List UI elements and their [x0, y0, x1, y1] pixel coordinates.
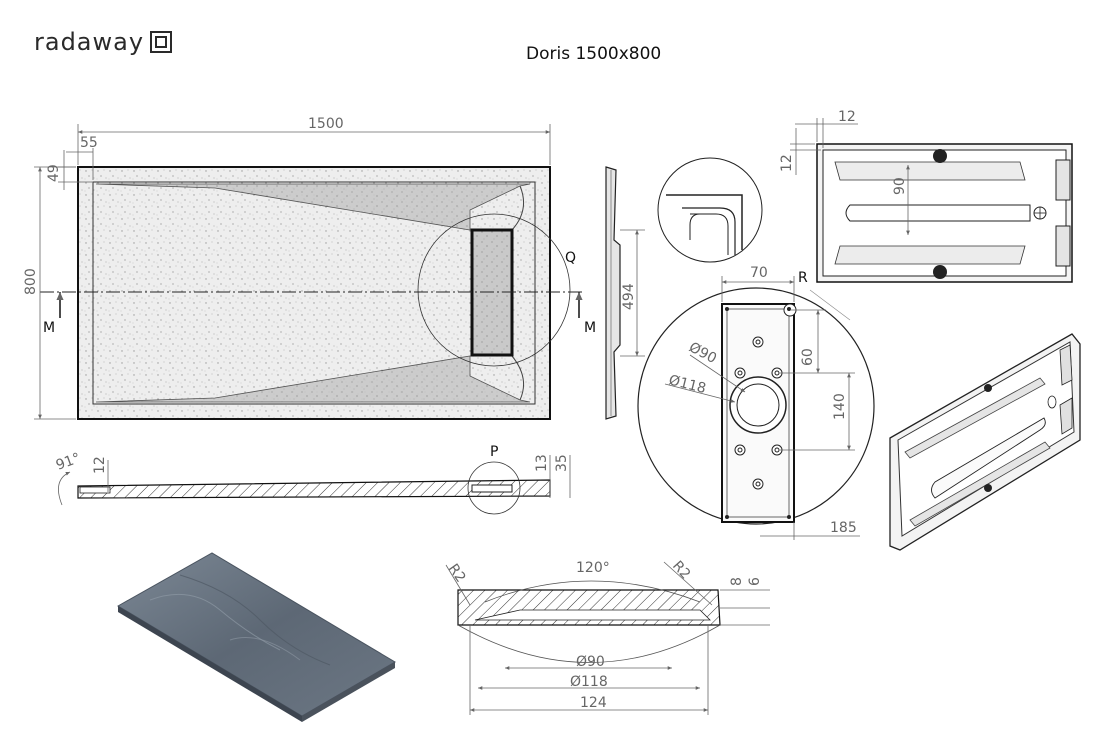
detail-r-offset-dim: 185 [830, 520, 857, 536]
stone-texture-render [117, 552, 396, 722]
drawing-title: Doris 1500x800 [526, 44, 662, 64]
brand-wordmark: radaway [34, 28, 145, 56]
section-m-right-label: M [584, 320, 596, 336]
drain-r-left-dim: R2 [445, 561, 469, 585]
drain-distance-dim: 494 [621, 283, 637, 310]
brand-logo: radaway [34, 28, 173, 56]
detail-p-label: P [490, 444, 498, 460]
plan-length-dim: 1500 [308, 116, 344, 132]
brand-square-icon [150, 31, 173, 53]
side-h-left-dim: 12 [92, 456, 108, 474]
plan-width-dim: 800 [23, 268, 39, 295]
underside-w-dim: 12 [838, 109, 856, 125]
detail-r-width-dim: 70 [750, 265, 768, 281]
underside-view: 12 12 90 [779, 109, 1073, 283]
detail-q-label: Q [565, 250, 576, 266]
detail-r-h1-dim: 60 [800, 348, 816, 366]
drain-section-view: 120° R2 R2 8 6 Ø90 Ø118 124 [445, 558, 770, 715]
side-h-right-2-dim: 35 [554, 454, 570, 472]
drain-angle-dim: 120° [576, 560, 610, 576]
underside-h-dim: 12 [779, 154, 795, 172]
corner-detail-view [657, 157, 763, 263]
detail-r-label: R [798, 270, 808, 286]
underside-slot-dim: 90 [892, 177, 908, 195]
drain-d2-dim: Ø118 [570, 674, 608, 690]
side-section-view: P 91° 12 13 35 [54, 444, 571, 515]
section-m-left-label: M [43, 320, 55, 336]
drain-h1-dim: 8 [729, 577, 745, 586]
drain-h2-dim: 6 [747, 577, 763, 586]
drain-detail-view: 70 R 60 140 Ø90 Ø118 185 [637, 265, 875, 540]
plan-view: Q M M 1500 55 49 800 [23, 116, 596, 420]
side-angle-dim: 91° [54, 450, 83, 474]
side-profile-view: 494 [605, 166, 645, 420]
plan-edge-y-dim: 49 [46, 164, 62, 182]
detail-r-h2-dim: 140 [832, 393, 848, 420]
drain-d1-dim: Ø90 [576, 654, 605, 670]
drain-r-right-dim: R2 [669, 558, 693, 583]
side-h-right-1-dim: 13 [534, 454, 550, 472]
drain-w-dim: 124 [580, 695, 607, 711]
isometric-view [889, 333, 1081, 551]
plan-edge-x-dim: 55 [80, 135, 98, 151]
